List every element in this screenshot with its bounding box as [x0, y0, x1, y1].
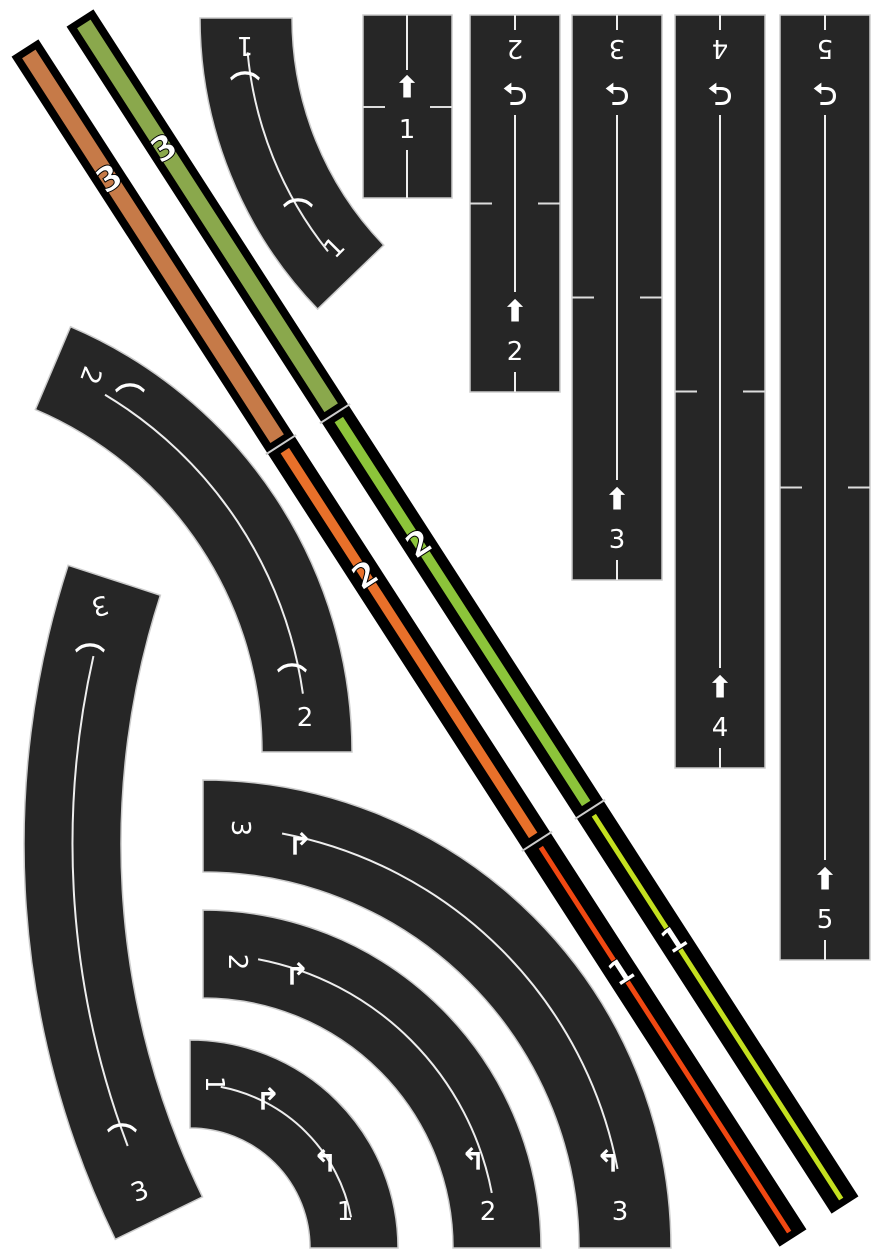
straight-label-bottom: 4	[712, 713, 729, 743]
strip-segment-1	[538, 845, 792, 1234]
straight-label-top: 3	[609, 33, 626, 63]
arrow-up-icon: ⬆	[502, 295, 527, 330]
lane-arrow-icon: ⌒	[230, 71, 260, 106]
piece-label-start: 1	[199, 1076, 229, 1093]
piece-label-start: 1	[237, 30, 254, 60]
lane-arrow-icon: ↰	[312, 1145, 337, 1180]
piece-label-end: 2	[480, 1197, 497, 1227]
straight-piece-1[interactable]: ⬆ 1	[362, 14, 453, 199]
strip-segment-1	[591, 813, 844, 1201]
u-turn-icon: ⮌	[813, 78, 837, 113]
curve-piece-1[interactable]: 11⌒⌒	[199, 17, 385, 311]
strip-segment-3	[77, 19, 338, 413]
straight-label-top: 4	[712, 33, 729, 63]
strip-divider	[319, 403, 351, 425]
piece-label-end: 3	[612, 1197, 629, 1227]
lane-arrow-icon: ↱	[287, 828, 312, 863]
lane-arrow-icon: ⌒	[115, 383, 145, 418]
arrow-up-icon: ⬆	[812, 863, 837, 898]
piece-label-start: 3	[225, 820, 255, 837]
straight-label-bottom: 5	[817, 905, 834, 935]
u-turn-icon: ⮌	[605, 78, 629, 113]
straight-label-top: 5	[817, 33, 834, 63]
strip-divider	[574, 798, 606, 820]
diagonal-strip-orange[interactable]: 3 2 1	[11, 39, 807, 1247]
curve-piece-3[interactable]: 33⌒⌒	[23, 564, 204, 1241]
strip-divider	[521, 830, 553, 852]
lane-arrow-icon: ⌒	[277, 663, 307, 698]
piece-label-start: 2	[222, 954, 252, 971]
diagonal-strip-green[interactable]: 3 2 1	[66, 9, 859, 1214]
quarter-ring-piece-1[interactable]: 1 1 ↱ ↰	[189, 1039, 399, 1249]
u-turn-icon: ⮌	[503, 78, 527, 113]
lane-arrow-icon: ↰	[460, 1143, 485, 1178]
lane-arrow-icon: ↰	[595, 1145, 620, 1180]
quarter-ring-piece-3[interactable]: 3 3 ↱ ↰	[202, 779, 672, 1249]
straight-label-bottom: 2	[507, 337, 524, 367]
u-turn-icon: ⮌	[708, 78, 732, 113]
straight-piece-4[interactable]: 4 ⮌ ⬆ 4	[674, 14, 766, 769]
arrow-up-icon: ⬆	[707, 671, 732, 706]
straight-piece-3[interactable]: 3 ⮌ ⬆ 3	[571, 14, 663, 581]
straight-piece-5[interactable]: 5 ⮌ ⬆ 5	[779, 14, 871, 961]
lane-arrow-icon: ⌒	[75, 643, 105, 678]
strip-segment-3	[22, 49, 284, 444]
lane-arrow-icon: ↱	[284, 958, 309, 993]
strip-divider	[265, 434, 297, 456]
strip-segment-2	[280, 447, 538, 839]
piece-label-start: 3	[88, 588, 112, 621]
straight-label-bottom: 3	[609, 525, 626, 555]
piece-label-end: 1	[337, 1197, 354, 1227]
lane-arrow-icon: ⌒	[283, 198, 313, 233]
quarter-ring-piece-2[interactable]: 2 2 ↱ ↰	[202, 909, 542, 1249]
strip-segment-2	[334, 416, 591, 807]
lane-arrow-icon: ↱	[255, 1083, 280, 1118]
piece-label-end: 2	[297, 703, 314, 733]
straight-label: 1	[399, 115, 416, 145]
arrow-up-icon: ⬆	[604, 483, 629, 518]
curve-piece-2[interactable]: 22⌒⌒	[34, 325, 353, 753]
lane-arrow-icon: ⌒	[107, 1123, 137, 1158]
arrow-up-icon: ⬆	[394, 71, 419, 106]
straight-label-top: 2	[507, 33, 524, 63]
straight-piece-2[interactable]: 2 ⮌ ⬆ 2	[469, 14, 561, 393]
